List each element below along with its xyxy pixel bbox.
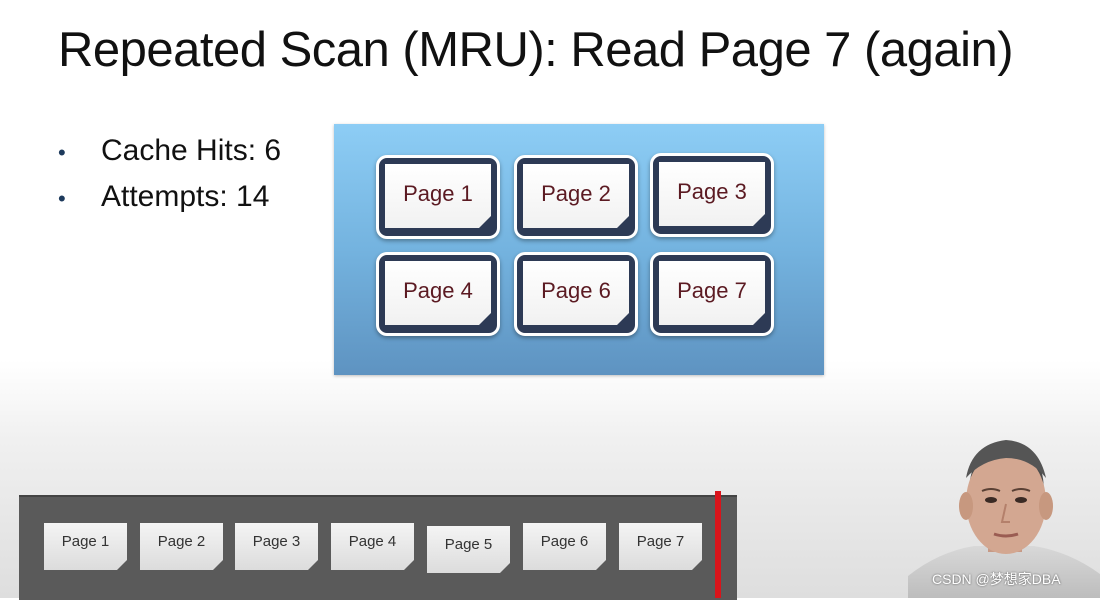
buffer-page: Page 3: [659, 162, 765, 226]
buffer-pool: Page 1 Page 2 Page 3 Page 4 Page 6 Page …: [334, 124, 824, 375]
bullet-icon: •: [58, 140, 66, 165]
disk-page-2: Page 2: [140, 523, 223, 570]
disk-page-6: Page 6: [523, 523, 606, 570]
attempts-text: Attempts: 14: [101, 180, 270, 213]
disk-page-4: Page 4: [331, 523, 414, 570]
presenter-video-thumbnail: [908, 440, 1100, 598]
buffer-page: Page 4: [385, 261, 491, 325]
disk-page-7: Page 7: [619, 523, 702, 570]
watermark: CSDN @梦想家DBA: [932, 571, 1061, 587]
buffer-frame-5: Page 6: [514, 252, 638, 336]
cache-hits-text: Cache Hits: 6: [101, 134, 282, 167]
buffer-frame-1: Page 1: [376, 155, 500, 239]
disk-bar: Page 1 Page 2 Page 3 Page 4 Page 5 Page …: [19, 495, 737, 600]
disk-page-1: Page 1: [44, 523, 127, 570]
disk-page-5: Page 5: [427, 526, 510, 573]
buffer-page: Page 6: [523, 261, 629, 325]
buffer-page: Page 7: [659, 261, 765, 325]
buffer-frame-3: Page 3: [650, 153, 774, 237]
buffer-frame-4: Page 4: [376, 252, 500, 336]
buffer-frame-6: Page 7: [650, 252, 774, 336]
disk-page-3: Page 3: [235, 523, 318, 570]
bullet-icon: •: [58, 186, 66, 211]
slide-title: Repeated Scan (MRU): Read Page 7 (again): [58, 23, 1014, 77]
stats-list: • Cache Hits: 6 • Attempts: 14: [58, 128, 281, 220]
cache-hits-item: • Cache Hits: 6: [58, 128, 281, 174]
scan-position-marker: [715, 491, 721, 598]
attempts-item: • Attempts: 14: [58, 174, 281, 220]
buffer-page: Page 2: [523, 164, 629, 228]
buffer-page: Page 1: [385, 164, 491, 228]
buffer-frame-2: Page 2: [514, 155, 638, 239]
